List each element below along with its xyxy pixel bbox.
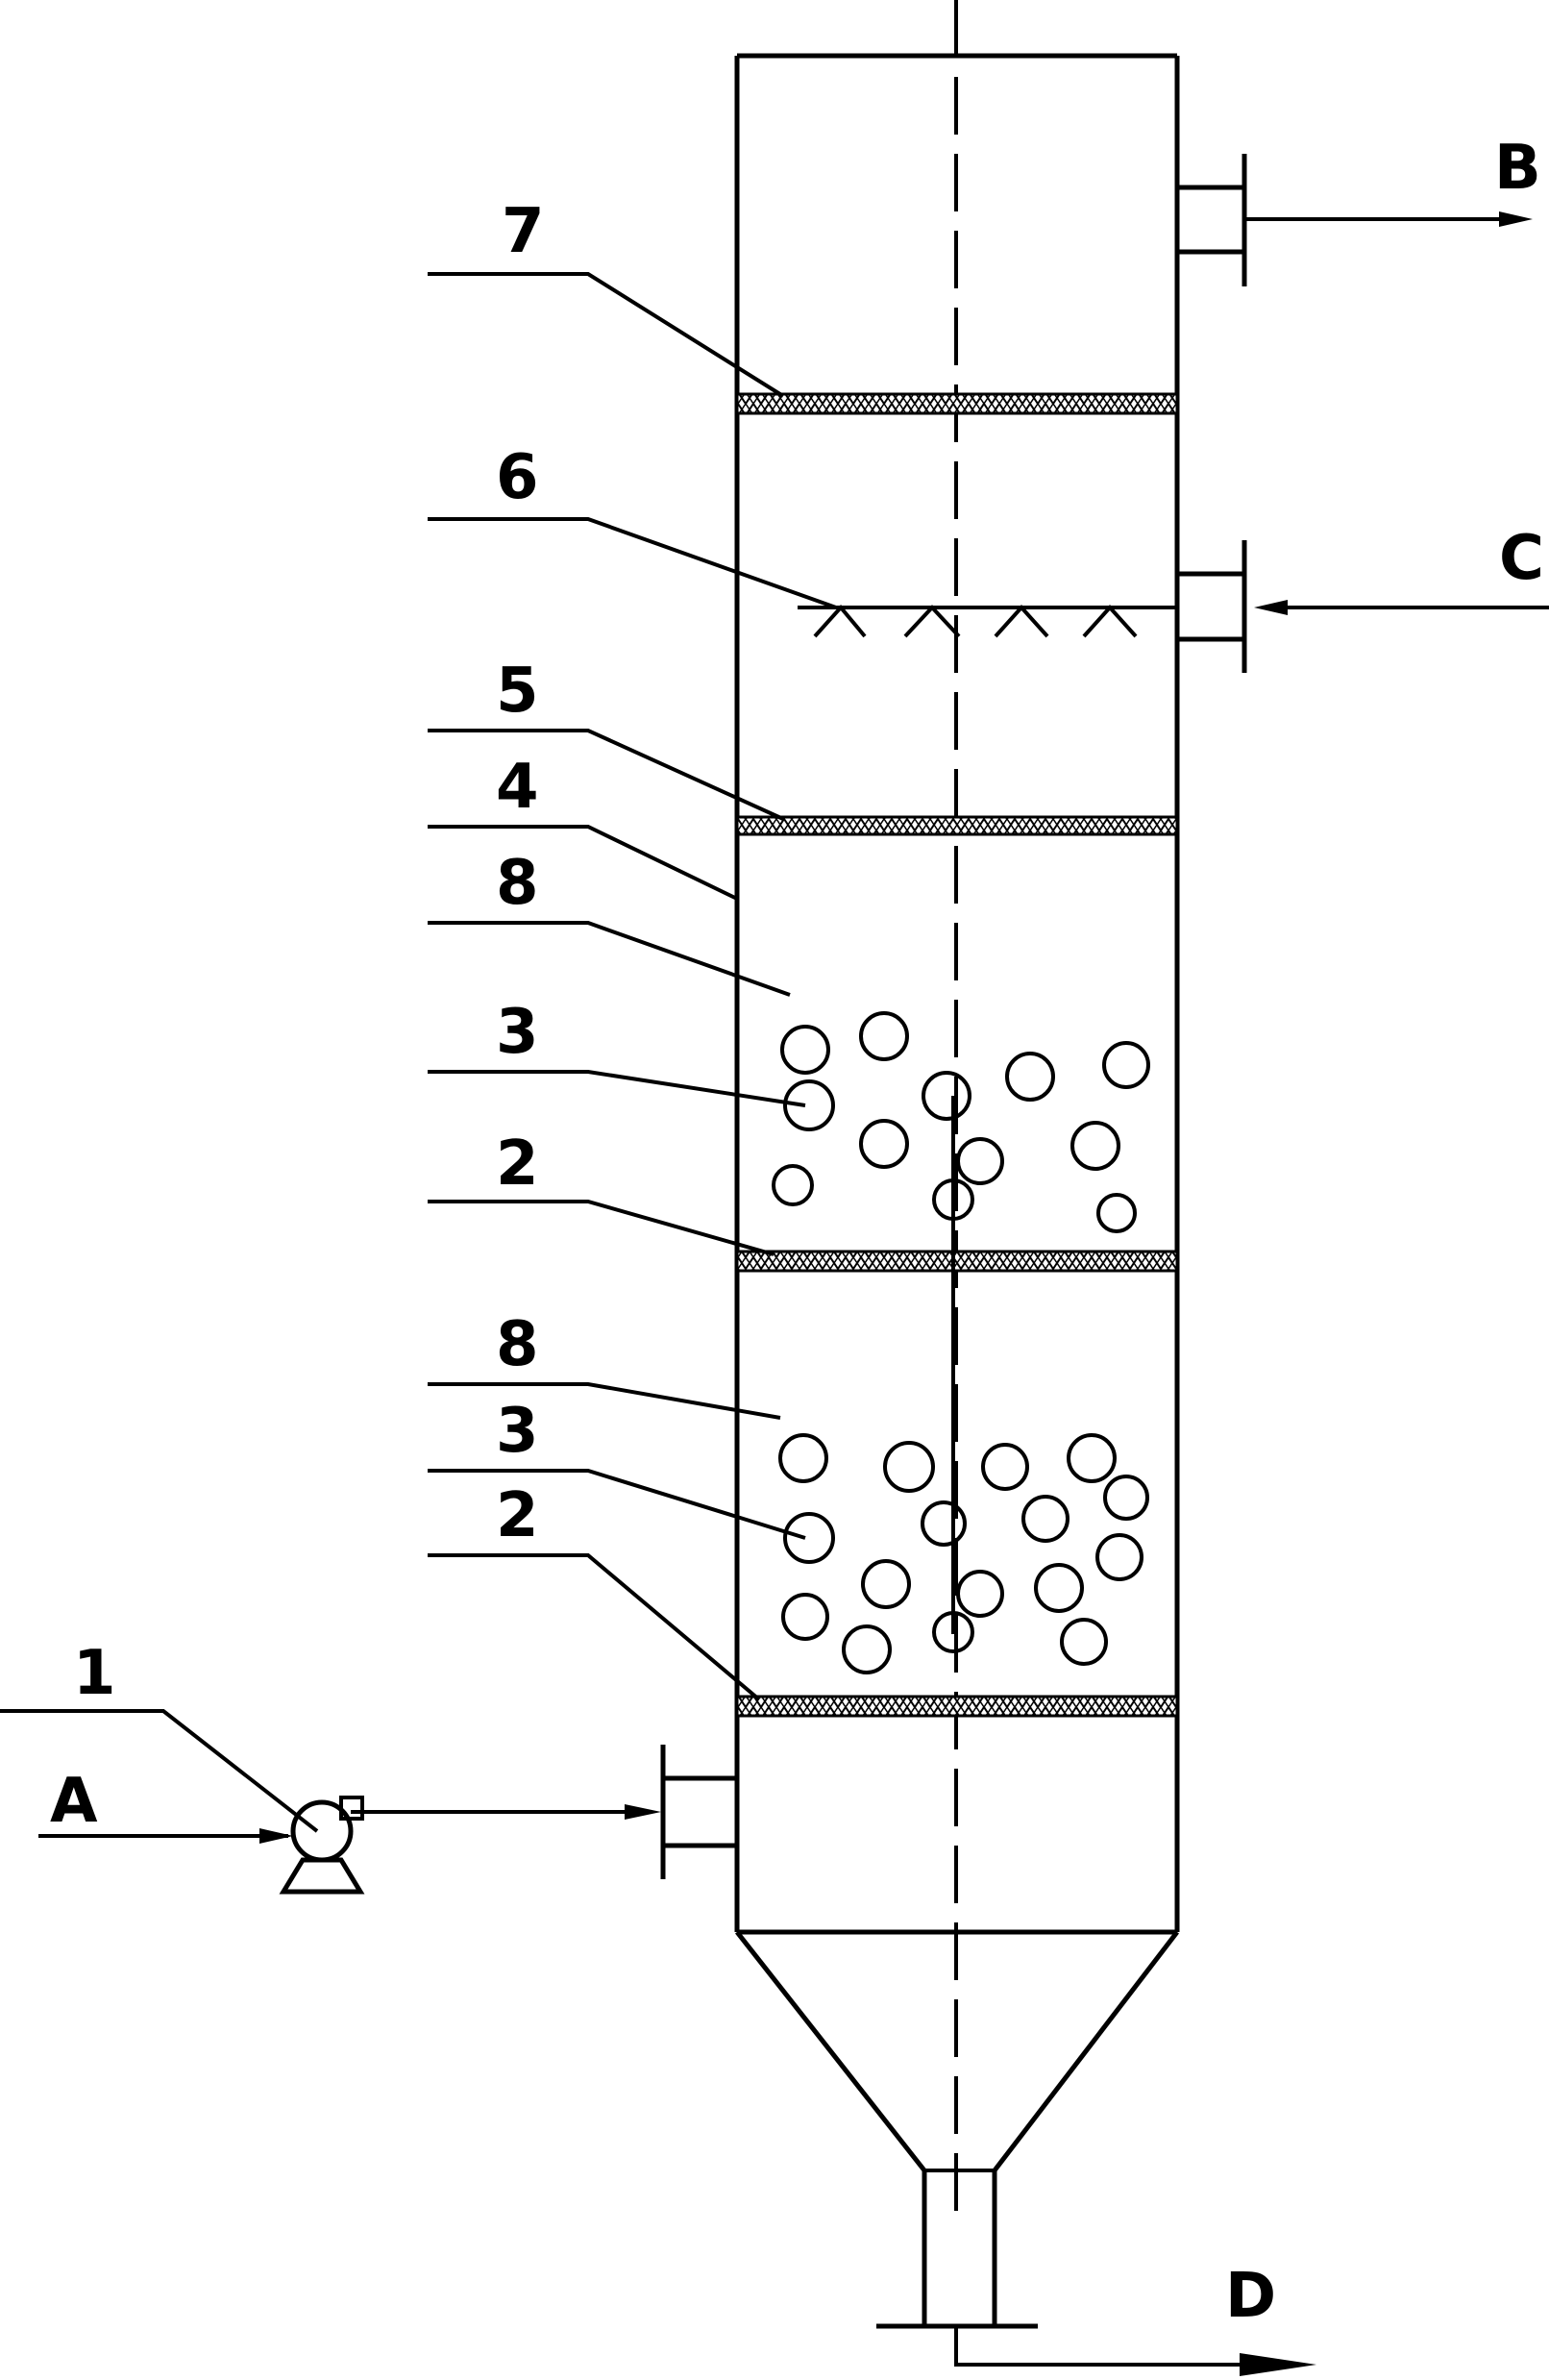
label-3-lower: 3 — [496, 1396, 539, 1467]
label-3-upper: 3 — [496, 997, 539, 1068]
leader-lines — [0, 272, 837, 1833]
outlet-d-arrow — [954, 2326, 1316, 2376]
packing-particles-lower — [778, 1433, 1149, 1674]
mesh-plate-2-lower — [735, 1695, 1179, 1718]
label-8-upper: 8 — [496, 848, 539, 919]
spray-distributor — [798, 604, 1177, 638]
label-stream-a: A — [50, 1766, 98, 1837]
label-stream-c: C — [1499, 523, 1544, 594]
packing-particles-upper — [772, 1011, 1150, 1233]
label-1: 1 — [73, 1638, 116, 1709]
inlet-c-nozzle — [1177, 540, 1549, 673]
mesh-plate-7 — [735, 392, 1179, 415]
label-4: 4 — [496, 752, 539, 823]
label-2-lower: 2 — [496, 1480, 539, 1551]
label-2-upper: 2 — [496, 1128, 539, 1200]
label-stream-b: B — [1494, 133, 1541, 204]
label-6: 6 — [496, 442, 539, 513]
label-8-lower: 8 — [496, 1309, 539, 1380]
label-5: 5 — [496, 656, 539, 727]
mesh-plate-2-upper — [735, 1250, 1179, 1273]
mesh-plate-5 — [735, 815, 1179, 836]
outlet-b-nozzle — [1177, 154, 1533, 286]
feed-pump — [38, 1796, 661, 1895]
label-stream-d: D — [1225, 2261, 1276, 2332]
label-7: 7 — [502, 196, 545, 267]
inlet-a-nozzle — [660, 1745, 737, 1879]
